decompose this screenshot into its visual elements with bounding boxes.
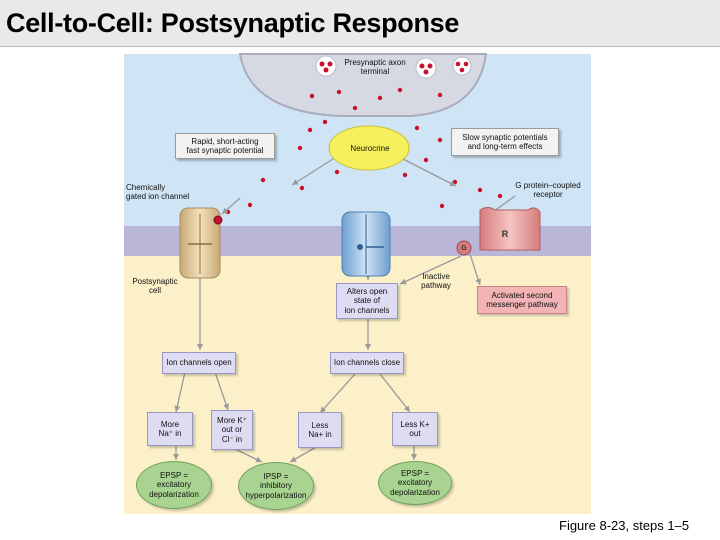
- receptor-letter: R: [501, 229, 509, 239]
- rapid-fast-synaptic-box: Rapid, short-acting fast synaptic potent…: [175, 133, 275, 159]
- neurocrine-label: Neurocrine: [350, 144, 390, 153]
- figure-caption: Figure 8-23, steps 1–5: [559, 518, 690, 533]
- page-title: Cell-to-Cell: Postsynaptic Response: [6, 8, 460, 38]
- less-k-out-box: Less K+ out: [392, 412, 438, 446]
- ion-channel-blue: [341, 211, 391, 277]
- more-na-in-box: More Na⁺ in: [147, 412, 193, 446]
- ipsp-hyperpolarization-oval: IPSP = inhibitory hyperpolarization: [238, 462, 314, 510]
- g-protein-receptor-label: G protein–coupled receptor: [515, 181, 581, 199]
- epsp-depolarization-oval-right: EPSP = excitatory depolarization: [378, 461, 452, 505]
- chemically-gated-label: Chemically gated ion channel: [126, 183, 190, 201]
- g-protein-letter: G: [461, 245, 467, 252]
- postsynaptic-cell-label: Postsynaptic cell: [132, 277, 178, 295]
- neurocrine-molecules: [225, 87, 503, 215]
- synaptic-vesicles: [315, 55, 472, 79]
- neurocrine-ellipse: [328, 125, 410, 171]
- slow-synaptic-box: Slow synaptic potentials and long-term e…: [451, 128, 559, 156]
- inactive-pathway-label: Inactive pathway: [421, 272, 451, 290]
- title-bar: Cell-to-Cell: Postsynaptic Response: [0, 0, 720, 47]
- activated-second-messenger-box: Activated second messenger pathway: [477, 286, 567, 314]
- ion-channels-close-box: Ion channels close: [330, 352, 404, 374]
- more-k-out-box: More K⁺ out or Cl⁻ in: [211, 410, 253, 450]
- less-na-in-box: Less Na+ in: [298, 412, 342, 448]
- g-protein-coupled-receptor: [456, 207, 541, 256]
- ion-channels-open-box: Ion channels open: [162, 352, 236, 374]
- chemically-gated-channel: [179, 207, 223, 279]
- presynaptic-terminal-label: Presynaptic axon terminal: [344, 58, 406, 76]
- alters-open-state-box: Alters open state of ion channels: [336, 283, 398, 319]
- epsp-depolarization-oval-left: EPSP = excitatory depolarization: [136, 461, 212, 509]
